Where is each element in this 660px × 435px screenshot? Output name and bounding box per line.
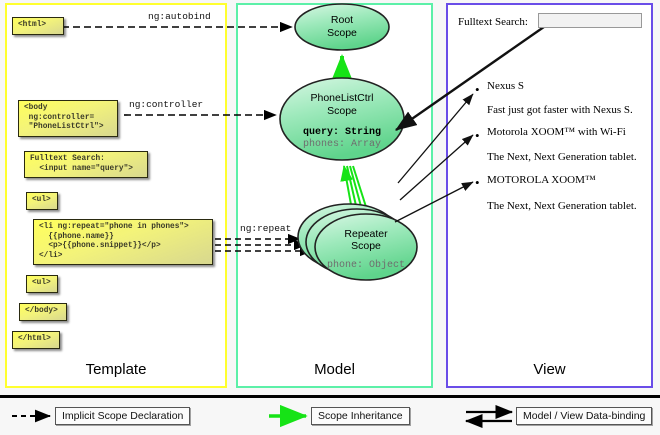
ul-close-box[interactable]: <ul>	[26, 275, 58, 293]
view-item-snippet-1: The Next, Next Generation tablet.	[487, 151, 637, 163]
view-item-snippet-2: The Next, Next Generation tablet.	[487, 200, 637, 212]
list-bullet: •	[475, 175, 480, 190]
legend-scope-inheritance: Scope Inheritance	[311, 407, 410, 425]
view-item-name-0: Nexus S	[487, 80, 524, 92]
legend-data-binding: Model / View Data-binding	[516, 407, 653, 425]
list-bullet: •	[475, 128, 480, 143]
ng-repeat-label: ng:repeat	[240, 223, 292, 234]
ng-controller-label: ng:controller	[129, 99, 204, 110]
legend-implicit-scope-declaration: Implicit Scope Declaration	[55, 407, 191, 425]
ng-autobind-label: ng:autobind	[148, 11, 211, 22]
li-repeat-box[interactable]: <li ng:repeat="phone in phones"> {{phone…	[33, 219, 213, 266]
list-bullet: •	[475, 82, 480, 97]
view-item-name-2: MOTOROLA XOOM™	[487, 174, 596, 186]
panel-model-label: Model	[314, 361, 355, 378]
view-item-name-1: Motorola XOOM™ with Wi-Fi	[487, 126, 626, 138]
html-open-box[interactable]: <html>	[12, 17, 64, 35]
ul-open-box[interactable]: <ul>	[26, 192, 58, 210]
html-close-box[interactable]: </html>	[12, 331, 60, 349]
body-close-box[interactable]: </body>	[19, 303, 67, 321]
view-item-snippet-0: Fast just got faster with Nexus S.	[487, 104, 633, 116]
fulltext-search-box[interactable]: Fulltext Search: <input name="query">	[24, 151, 148, 179]
panel-view: View	[446, 3, 653, 388]
view-search-label: Fulltext Search:	[458, 16, 528, 28]
body-controller-box[interactable]: <body ng:controller= "PhoneListCtrl">	[18, 100, 118, 137]
panel-view-label: View	[533, 361, 566, 378]
panel-template-label: Template	[85, 361, 147, 378]
panel-model: Model	[236, 3, 433, 388]
legend-divider	[0, 395, 660, 398]
legend-arrow-double	[464, 404, 514, 429]
search-input[interactable]	[538, 13, 642, 28]
